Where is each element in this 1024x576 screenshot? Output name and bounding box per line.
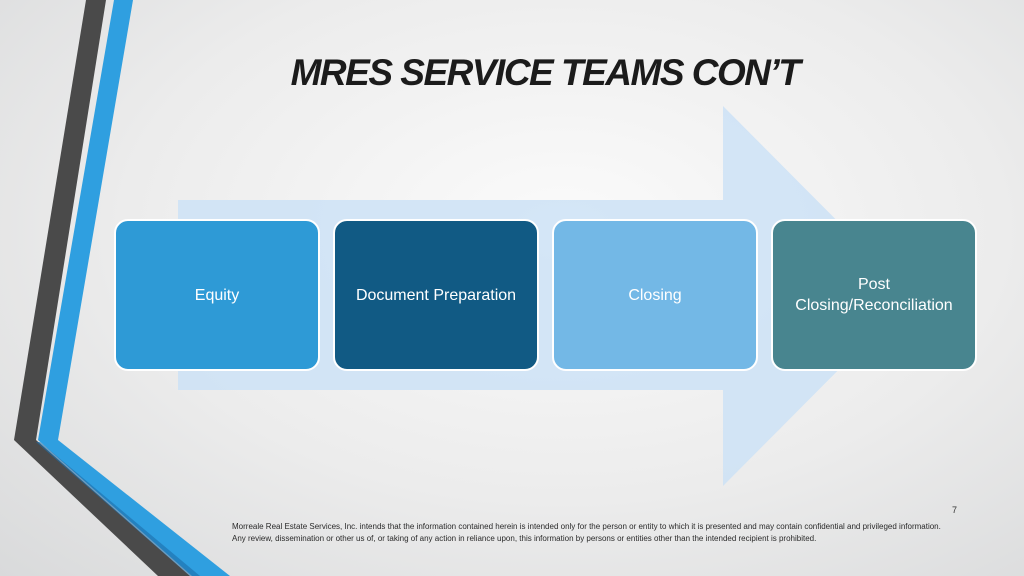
blue-corner-stripe: [38, 440, 230, 576]
blue-stripe: [38, 0, 133, 440]
page-number: 7: [952, 505, 958, 515]
step-equity: Equity: [114, 219, 320, 371]
step-label: Document Preparation: [355, 286, 517, 304]
step-document-preparation: Document Preparation: [333, 219, 539, 371]
step-closing: Closing: [552, 219, 758, 371]
step-post-closing-reconciliation: Post Closing/Reconciliation: [771, 219, 977, 371]
confidentiality-footnote: Morreale Real Estate Services, Inc. inte…: [232, 522, 941, 543]
arrow-shape: [178, 106, 912, 486]
slide-title: MRES SERVICE TEAMS CON’T: [290, 52, 801, 93]
blue-corner-shadow: [36, 442, 200, 576]
step-label: Post Closing/Reconciliation: [795, 276, 953, 314]
dark-stripe: [14, 0, 106, 440]
step-label: Equity: [194, 286, 240, 304]
step-label: Closing: [628, 286, 682, 304]
dark-corner-stripe: [14, 440, 190, 576]
